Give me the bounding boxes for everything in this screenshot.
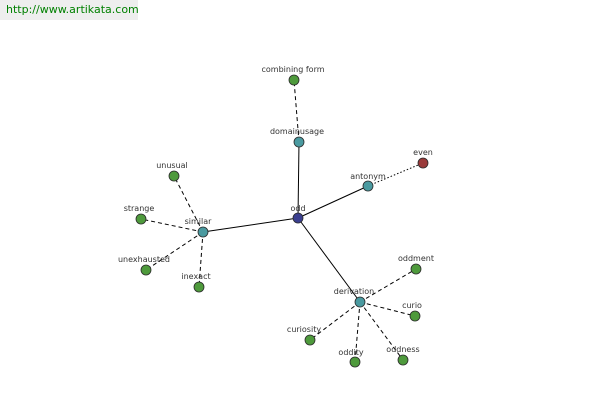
node-combining-form[interactable] [288,74,300,86]
node-strange[interactable] [135,213,147,225]
edge-similar-inexact [198,231,204,288]
edges-layer [140,79,424,363]
node-derivation[interactable] [354,296,366,308]
label-strange[interactable]: strange [124,204,155,213]
node-unexhausted[interactable] [140,264,152,276]
edge-similar-unusual [173,175,204,233]
node-unusual[interactable] [168,170,180,182]
label-similar[interactable]: similar [185,217,213,226]
node-curiosity[interactable] [304,334,316,346]
node-even[interactable] [417,157,429,169]
node-odd[interactable] [292,212,304,224]
node-inexact[interactable] [193,281,205,293]
label-derivation[interactable]: derivation [334,287,374,296]
label-inexact[interactable]: inexact [181,272,210,281]
nodes-layer [135,74,429,368]
edge-derivation-oddness [359,301,404,361]
edge-domainusage-combining-form [293,79,300,143]
node-curio[interactable] [409,310,421,322]
edge-derivation-oddment [359,268,417,303]
edge-derivation-curiosity [309,301,361,341]
label-odd[interactable]: odd [290,204,305,213]
node-oddment[interactable] [410,263,422,275]
node-domainusage[interactable] [293,136,305,148]
labels-layer: odd domainusage combining form antonym even s… [118,65,434,357]
label-oddness[interactable]: oddness [386,345,419,354]
label-even[interactable]: even [413,148,433,157]
label-curiosity[interactable]: curiosity [287,325,321,334]
label-antonym[interactable]: antonym [350,172,386,181]
node-similar[interactable] [197,226,209,238]
edge-odd-antonym [297,185,369,219]
node-oddness[interactable] [397,354,409,366]
label-unexhausted[interactable]: unexhausted [118,255,170,264]
node-antonym[interactable] [362,180,374,192]
edge-odd-derivation [297,217,361,303]
label-oddment[interactable]: oddment [398,254,434,263]
edge-derivation-curio [359,301,416,317]
edge-similar-unexhausted [145,231,204,271]
edge-similar-strange [140,218,204,233]
label-combining-form[interactable]: combining form [261,65,324,74]
label-domainusage[interactable]: domainusage [270,127,324,136]
node-oddity[interactable] [349,356,361,368]
edge-derivation-oddity [354,301,361,363]
watermark-url[interactable]: http://www.artikata.com [6,3,139,16]
edge-odd-similar [202,217,299,233]
edge-odd-domainusage [297,141,300,219]
edge-antonym-even [367,162,424,187]
label-unusual[interactable]: unusual [156,161,188,170]
label-oddity[interactable]: oddity [338,348,363,357]
watermark-bar: http://www.artikata.com [0,0,139,20]
label-curio[interactable]: curio [402,301,422,310]
